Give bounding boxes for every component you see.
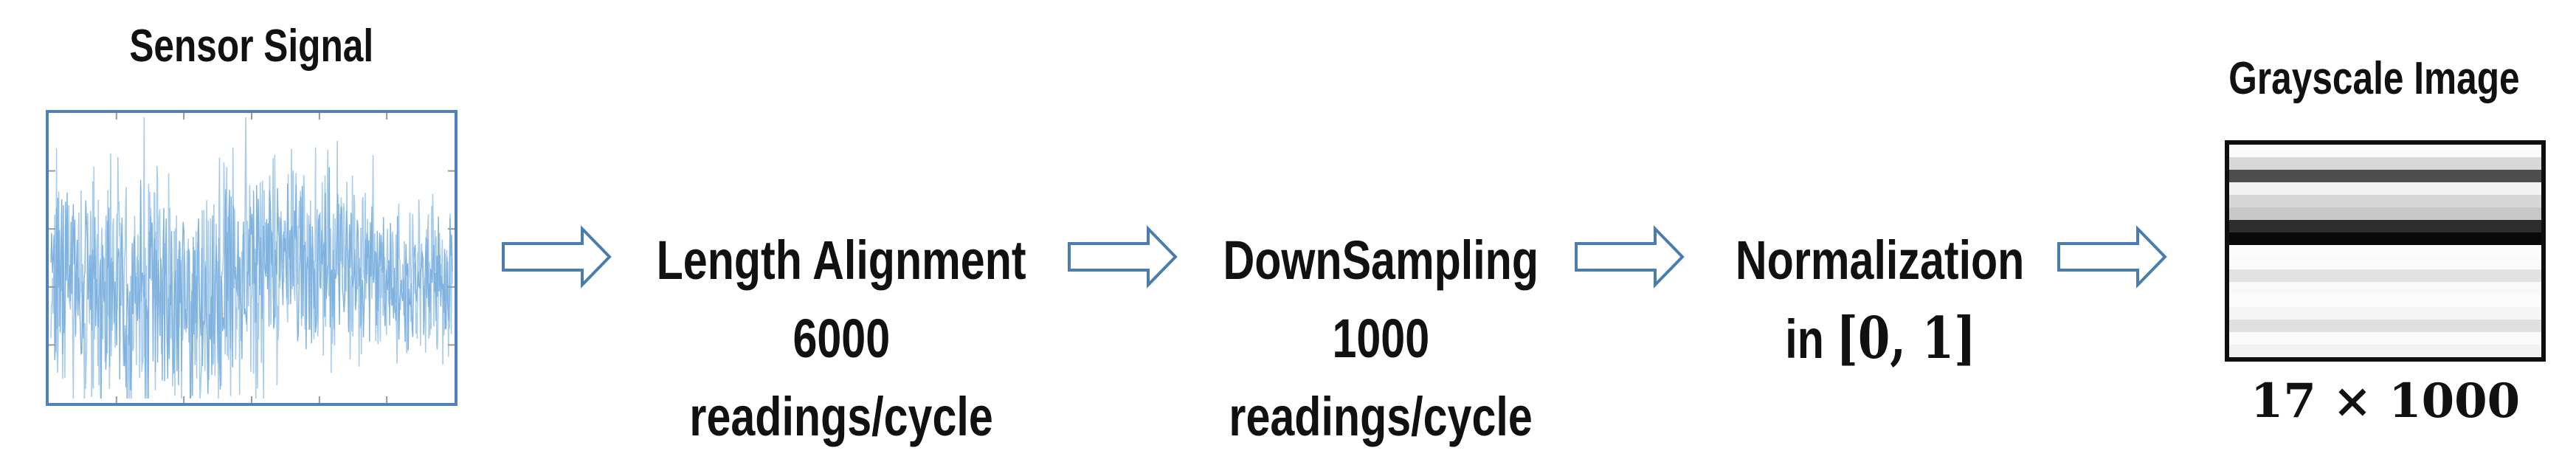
sensor-waveform-chart: [49, 113, 455, 403]
grayscale-row: [2229, 332, 2541, 345]
grayscale-row: [2229, 320, 2541, 333]
grayscale-row: [2229, 194, 2541, 207]
grayscale-row: [2229, 232, 2541, 245]
grayscale-row: [2229, 244, 2541, 258]
step-title: DownSampling: [1223, 230, 1539, 291]
range-interval: [0, 1]: [1835, 305, 1976, 372]
grayscale-row: [2229, 219, 2541, 232]
step-title: Length Alignment: [656, 230, 1026, 291]
flow-arrow-icon: [1575, 225, 1685, 289]
step-value: 1000: [1332, 308, 1429, 369]
grayscale-row: [2229, 269, 2541, 283]
grayscale-row: [2229, 156, 2541, 170]
step-downsampling: DownSampling 1000 readings/cycle: [1078, 221, 1683, 456]
step-length-alignment: Length Alignment 6000 readings/cycle: [539, 221, 1144, 456]
grayscale-row: [2229, 145, 2541, 157]
flow-arrow-icon: [2057, 225, 2167, 289]
grayscale-row: [2229, 307, 2541, 320]
grayscale-image-title: Grayscale Image: [2189, 53, 2558, 105]
grayscale-row: [2229, 345, 2541, 357]
grayscale-image-title-text: Grayscale Image: [2228, 53, 2520, 104]
grayscale-row: [2229, 207, 2541, 220]
grayscale-row: [2229, 169, 2541, 182]
step-normalization: Normalization in [0, 1]: [1578, 221, 2183, 379]
sensor-signal-title-text: Sensor Signal: [129, 21, 374, 72]
range-prefix: in: [1784, 308, 1824, 370]
grayscale-row: [2229, 282, 2541, 295]
step-value: 6000: [793, 308, 890, 369]
sensor-signal-plot: [46, 110, 457, 406]
sensor-signal-title: Sensor Signal: [46, 21, 457, 72]
step-title: Normalization: [1736, 230, 2025, 291]
grayscale-row: [2229, 257, 2541, 270]
grayscale-row: [2229, 294, 2541, 308]
grayscale-image-preview: [2225, 140, 2546, 362]
flow-arrow-icon: [1068, 225, 1178, 289]
flow-arrow-icon: [502, 225, 612, 289]
step-range: in [0, 1]: [1578, 300, 2183, 379]
step-unit: readings/cycle: [1229, 386, 1533, 447]
grayscale-image-size-label: 17 × 1000: [2250, 373, 2521, 429]
grayscale-row: [2229, 182, 2541, 195]
step-unit: readings/cycle: [689, 386, 993, 447]
